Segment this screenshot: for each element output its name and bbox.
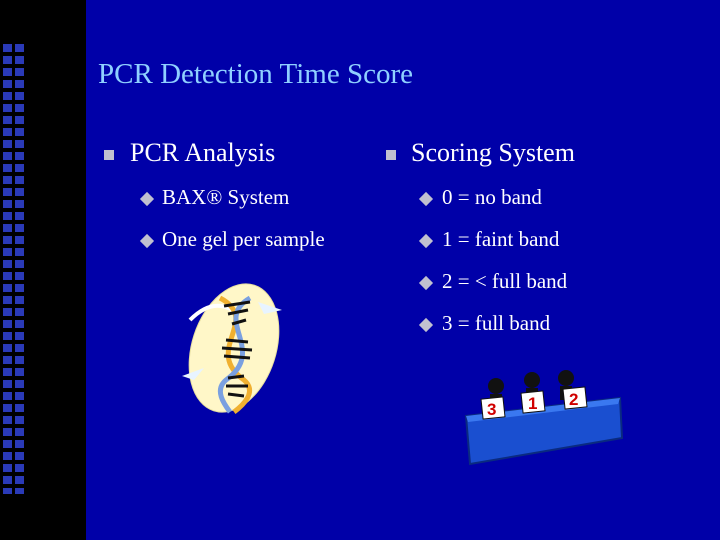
score-card-3: 3 bbox=[480, 396, 506, 420]
decorative-squares-column-1 bbox=[3, 44, 12, 494]
dna-helix-icon bbox=[182, 283, 282, 414]
judges-scoring-icon: 3 1 2 bbox=[464, 370, 624, 466]
score-card-2: 2 bbox=[562, 386, 588, 410]
right-item-1: 0 = no band bbox=[442, 185, 542, 209]
slide-area bbox=[86, 0, 720, 540]
svg-text:3: 3 bbox=[487, 400, 496, 419]
left-item-2: One gel per sample bbox=[162, 227, 325, 251]
svg-text:1: 1 bbox=[528, 394, 537, 413]
score-card-1: 1 bbox=[520, 390, 546, 414]
left-item-1: BAX® System bbox=[162, 185, 290, 209]
right-heading: Scoring System bbox=[411, 138, 575, 167]
svg-text:2: 2 bbox=[569, 390, 578, 409]
right-item-4: 3 = full band bbox=[442, 311, 551, 335]
decorative-squares-column-2 bbox=[15, 44, 24, 494]
square-bullet-icon bbox=[386, 150, 396, 160]
right-item-3: 2 = < full band bbox=[442, 269, 568, 293]
left-decorative-strip bbox=[0, 0, 86, 540]
slide-title: PCR Detection Time Score bbox=[98, 58, 413, 90]
left-heading: PCR Analysis bbox=[130, 138, 276, 167]
square-bullet-icon bbox=[104, 150, 114, 160]
right-item-2: 1 = faint band bbox=[442, 227, 560, 251]
